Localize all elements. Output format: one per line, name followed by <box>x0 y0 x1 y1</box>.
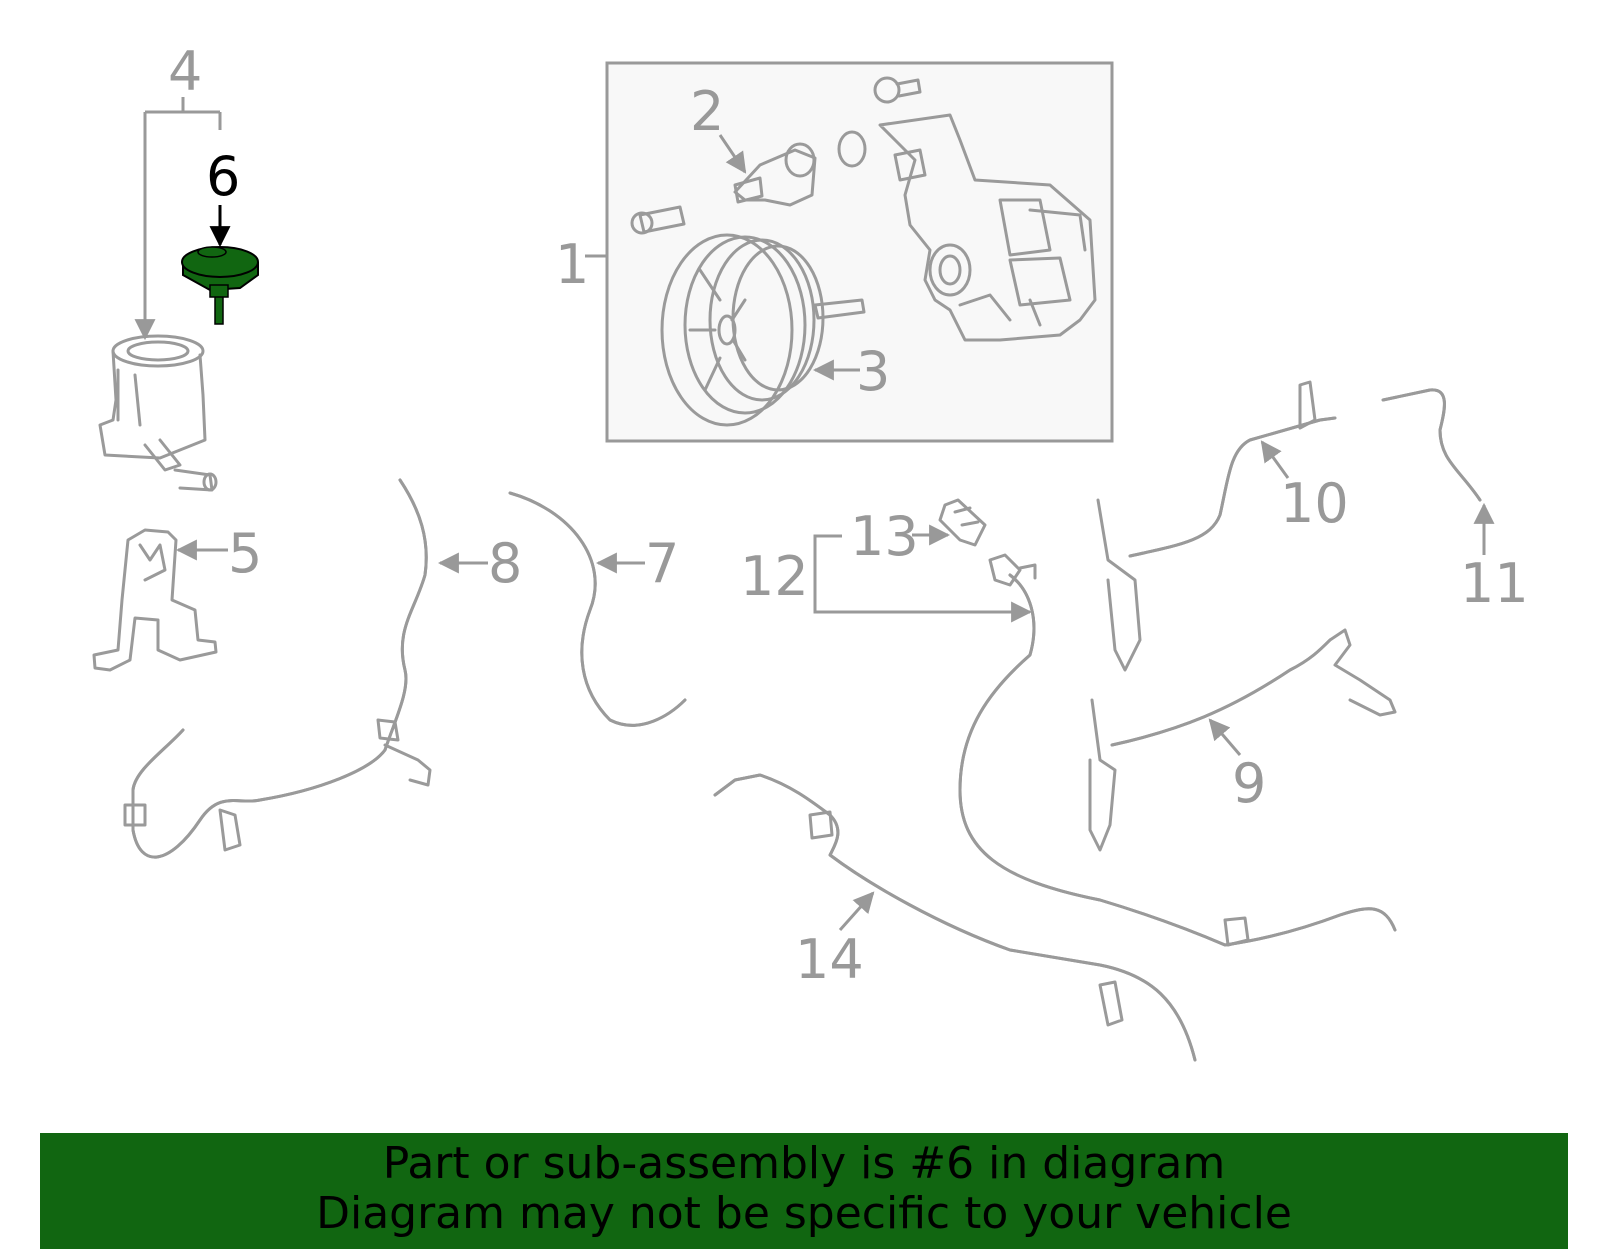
callout-13: 13 <box>850 505 919 568</box>
reservoir <box>98 334 218 492</box>
callout-11: 11 <box>1460 552 1529 615</box>
banner-line-2: Diagram may not be specific to your vehi… <box>316 1188 1292 1239</box>
cooler-line-14 <box>713 773 1197 1062</box>
callout-7: 7 <box>645 532 679 595</box>
callout-8: 8 <box>488 532 522 595</box>
callout-3: 3 <box>856 340 890 403</box>
pressure-line <box>123 478 432 859</box>
callout-14: 14 <box>795 928 864 991</box>
pressure-hose-12 <box>958 553 1397 947</box>
pump-assembly-group <box>605 61 1114 443</box>
reservoir-cap-highlighted <box>181 246 259 325</box>
reservoir-bracket <box>92 528 218 672</box>
pump-fitting <box>733 142 817 207</box>
callout-10: 10 <box>1280 472 1349 535</box>
hose-11 <box>1381 388 1482 502</box>
info-banner: Part or sub-assembly is #6 in diagram Di… <box>40 1133 1568 1249</box>
callout-9: 9 <box>1232 752 1266 815</box>
callout-4: 4 <box>168 40 202 103</box>
pump-bolt <box>630 205 686 235</box>
callout-12: 12 <box>740 545 809 608</box>
mounting-bolt <box>873 76 922 104</box>
o-ring <box>837 130 867 168</box>
pressure-sensor <box>938 498 987 547</box>
leader-lines <box>134 97 1495 931</box>
callout-labels: 4 6 1 2 3 5 8 7 13 12 10 11 9 14 <box>168 40 1529 991</box>
cooler-line-9 <box>1088 628 1397 852</box>
pump-pulley <box>660 233 866 427</box>
cooler-line-10 <box>1096 380 1337 672</box>
callout-2: 2 <box>690 80 724 143</box>
callout-5: 5 <box>228 522 262 585</box>
callout-1: 1 <box>555 233 589 296</box>
return-hose <box>508 491 687 727</box>
banner-line-1: Part or sub-assembly is #6 in diagram <box>382 1138 1226 1189</box>
callout-6: 6 <box>206 145 240 208</box>
pump-body <box>878 113 1097 342</box>
